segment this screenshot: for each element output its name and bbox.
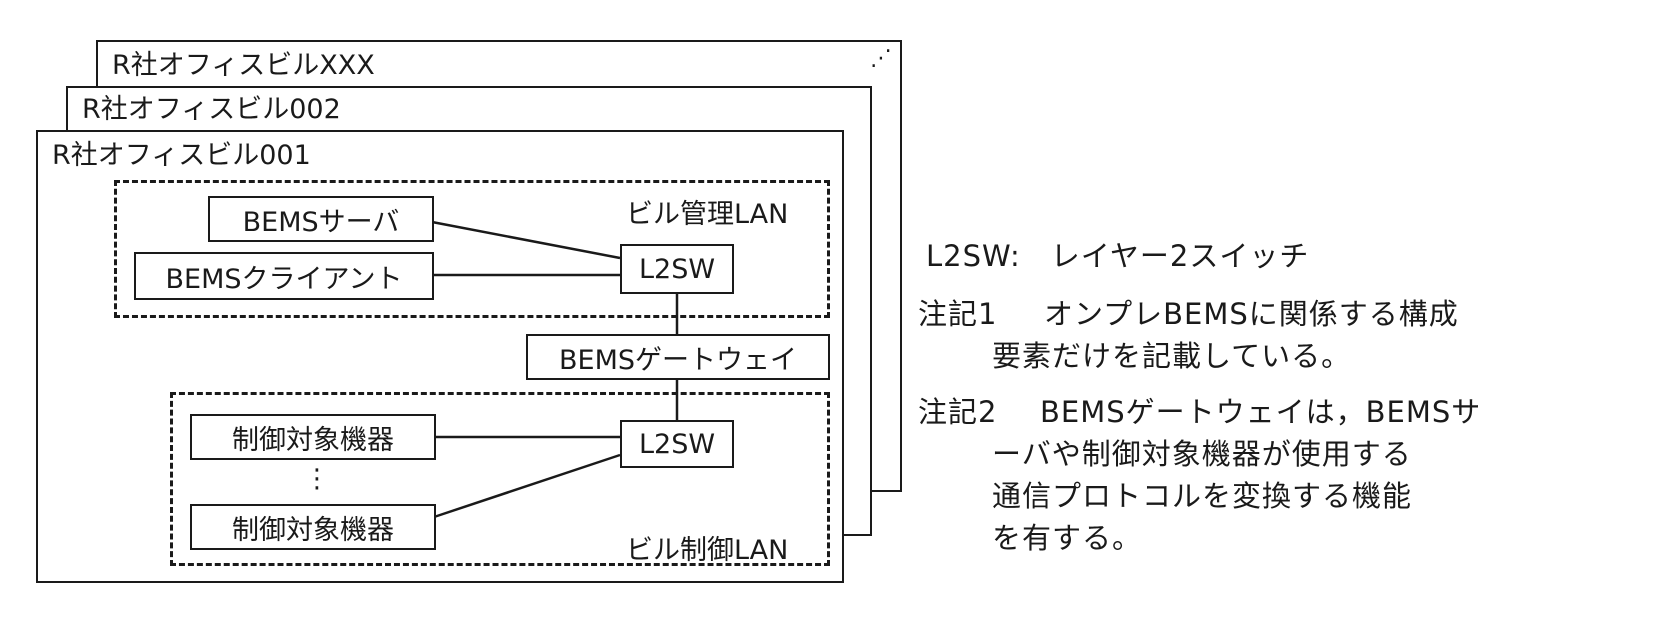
note1-line1: オンプレBEMSに関係する構成 bbox=[1044, 297, 1459, 331]
controlled-device-1: 制御対象機器 bbox=[190, 414, 436, 460]
l2sw-definition: L2SW: レイヤー2スイッチ bbox=[926, 239, 1310, 273]
building-title-002: R社オフィスビル002 bbox=[82, 94, 341, 125]
bems-gateway: BEMSゲートウェイ bbox=[526, 334, 830, 380]
building-control-lan bbox=[170, 392, 830, 566]
mgmt-l2sw: L2SW bbox=[620, 244, 734, 294]
link-device2-l2sw bbox=[433, 453, 621, 519]
building-title-001: R社オフィスビル001 bbox=[52, 140, 311, 171]
ctrl-l2sw: L2SW bbox=[620, 420, 734, 468]
note2-line2: ーバや制御対象機器が使用する bbox=[992, 437, 1412, 471]
building-management-lan bbox=[114, 180, 830, 318]
controlled-device-2: 制御対象機器 bbox=[190, 504, 436, 550]
note2-line3: 通信プロトコルを変換する機能 bbox=[992, 479, 1413, 513]
continuation-mark: ⋰ bbox=[870, 46, 892, 71]
control-lan-label: ビル制御LAN bbox=[626, 535, 789, 566]
note2-heading: 注記2 bbox=[918, 395, 998, 429]
device-ellipsis: ⋮ bbox=[304, 464, 330, 494]
link-server-l2sw bbox=[431, 220, 621, 260]
bems-server: BEMSサーバ bbox=[208, 196, 434, 242]
note2-line4: を有する。 bbox=[992, 521, 1143, 555]
bems-client: BEMSクライアント bbox=[134, 252, 434, 300]
management-lan-label: ビル管理LAN bbox=[626, 199, 789, 230]
building-title-xxx: R社オフィスビルXXX bbox=[112, 50, 375, 81]
note1-line2: 要素だけを記載している。 bbox=[992, 339, 1352, 373]
note2-line1: BEMSゲートウェイは，BEMSサ bbox=[1040, 395, 1482, 429]
note1-heading: 注記1 bbox=[918, 297, 998, 331]
